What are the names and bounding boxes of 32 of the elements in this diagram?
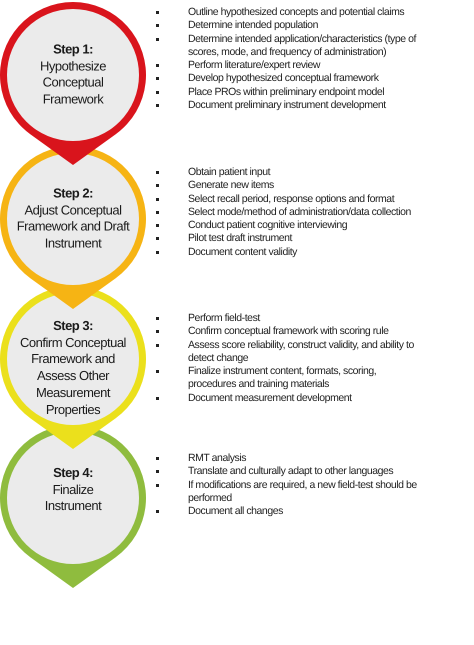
- list-item: Select recall period, response options and format: [188, 192, 396, 206]
- step-title: Hypothesize Conceptual Framework: [38, 58, 108, 108]
- step-number: Step 3:: [53, 318, 93, 335]
- list-item: Generate new items: [188, 179, 275, 193]
- list-item: Outline hypothesized concepts and potential claims: [188, 6, 406, 20]
- step-title: Confirm Conceptual Framework and Assess Other Measurement Properties: [19, 334, 127, 418]
- list-item: Develop hypothesized conceptual framework: [188, 72, 380, 86]
- pin-shape: [0, 2, 146, 165]
- list-item: Confirm conceptual framework with scoring rule: [188, 325, 390, 339]
- list-item: Assess score reliability, construct validity, and ability to detect change: [188, 338, 415, 366]
- list-item: Pilot test draft instrument: [188, 232, 294, 246]
- list-item: Perform field-test: [188, 312, 262, 326]
- list-item: Determine intended application/characteristics (type of scores, mode, and frequency of administration): [188, 32, 418, 60]
- step-number: Step 1:: [53, 42, 93, 58]
- list-item: Document all changes: [188, 505, 284, 518]
- list-item: If modifications are required, a new field-test should be performed: [188, 478, 418, 506]
- list-item: Select mode/method of administration/data collection: [188, 206, 412, 220]
- step-title: Finalize Instrument: [44, 482, 103, 516]
- step-number: Step 2:: [53, 186, 93, 202]
- list-item: RMT analysis: [188, 452, 248, 466]
- list-item: Translate and culturally adapt to other languages: [188, 465, 394, 479]
- list-item: Perform literature/expert review: [188, 59, 322, 72]
- list-item: Determine intended population: [188, 19, 319, 33]
- step-title: Adjust Conceptual Framework and Draft Instrument: [16, 202, 131, 252]
- list-item: Conduct patient cognitive interviewing: [188, 219, 348, 232]
- list-item: Document preliminary instrument development: [188, 99, 388, 112]
- list-item: Document content validity: [188, 246, 298, 260]
- list-item: Obtain patient input: [188, 166, 272, 180]
- list-item: Place PROs within preliminary endpoint model: [188, 86, 386, 100]
- list-item: Finalize instrument content, formats, scoring, procedures and training materials: [188, 365, 378, 392]
- step-number: Step 4:: [53, 464, 93, 482]
- list-item: Document measurement development: [188, 392, 353, 406]
